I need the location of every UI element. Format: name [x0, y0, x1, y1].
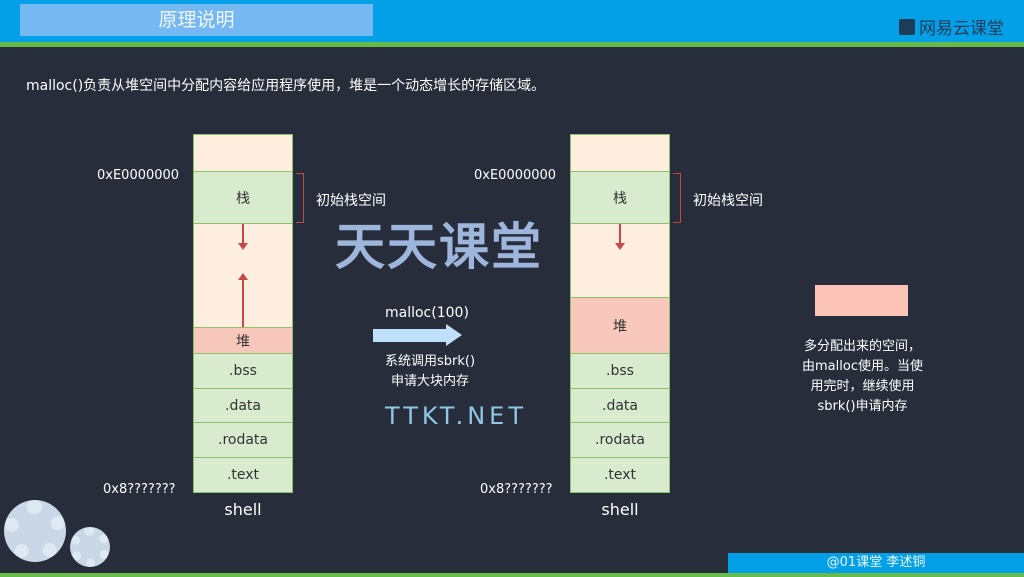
segment-data: .data	[571, 389, 669, 423]
footer-credit: @01课堂 李述铜	[728, 553, 1024, 573]
stack-label-right: 初始栈空间	[693, 193, 763, 209]
header-divider	[0, 42, 1024, 47]
stack-bracket	[673, 173, 681, 223]
segment-text: .text	[571, 458, 669, 492]
segment-bss: .bss	[194, 354, 292, 389]
stack-bracket	[296, 173, 304, 223]
sbrk-line2: 申请大块内存	[390, 374, 469, 389]
addr-bottom-left: 0x8???????	[103, 482, 176, 497]
gear-icon	[70, 527, 110, 567]
segment-heap: 堆	[194, 328, 292, 354]
heap-grow-arrow	[242, 280, 244, 327]
arrow-right-icon	[446, 324, 462, 346]
gear-icon	[4, 500, 66, 562]
stack-grow-arrow	[242, 224, 244, 246]
segment-rodata: .rodata	[194, 423, 292, 458]
legend-line: 多分配出来的空间，	[803, 339, 921, 354]
segment-stack: 栈	[194, 172, 292, 224]
intro-text: malloc()负责从堆空间中分配内容给应用程序使用，堆是一个动态增长的存储区域…	[26, 78, 546, 94]
watermark-cn: 天天课堂	[335, 218, 543, 276]
segment-bss: .bss	[571, 354, 669, 389]
memory-layout-right: 栈 堆 .bss .data .rodata .text	[570, 134, 670, 493]
brand-name: 网易云课堂	[919, 19, 1004, 39]
segment-top	[571, 135, 669, 172]
legend-swatch	[815, 285, 908, 316]
legend-line: 用完时，继续使用	[810, 379, 915, 394]
stack-label-left: 初始栈空间	[316, 193, 386, 209]
slide-title: 原理说明	[20, 4, 373, 36]
arrow-down-icon	[615, 243, 625, 255]
footer-divider	[0, 573, 1024, 577]
legend-line: 由malloc使用。当使	[802, 359, 923, 374]
brand: 网易云课堂	[899, 14, 1004, 39]
addr-bottom-right: 0x8???????	[480, 482, 553, 497]
legend-text: 多分配出来的空间， 由malloc使用。当使 用完时，继续使用 sbrk()申请…	[780, 337, 945, 417]
segment-heap: 堆	[571, 298, 669, 354]
arrow-up-icon	[238, 273, 248, 280]
stack-grow-arrow	[619, 224, 621, 246]
segment-text: .text	[194, 458, 292, 492]
transition-arrow	[373, 329, 448, 342]
segment-stack: 栈	[571, 172, 669, 224]
caption-right: shell	[601, 500, 639, 519]
caption-left: shell	[224, 500, 262, 519]
segment-rodata: .rodata	[571, 423, 669, 458]
sbrk-line1: 系统调用sbrk()	[384, 354, 476, 369]
segment-top	[194, 135, 292, 172]
brand-logo-icon	[899, 18, 915, 35]
malloc-call: malloc(100)	[385, 305, 469, 321]
arrow-down-icon	[238, 243, 248, 255]
addr-top-right: 0xE0000000	[474, 168, 557, 183]
legend-line: sbrk()申请内存	[817, 399, 908, 414]
segment-data: .data	[194, 389, 292, 423]
watermark-en: TTKT.NET	[385, 402, 527, 430]
addr-top-left: 0xE0000000	[97, 168, 180, 183]
